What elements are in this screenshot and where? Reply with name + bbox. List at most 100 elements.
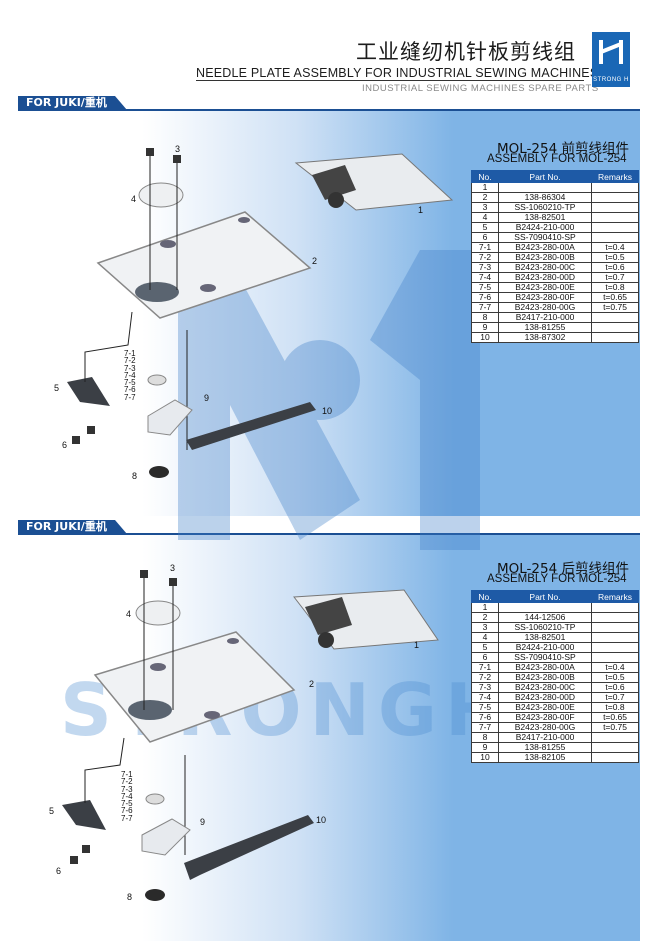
table-cell: B2423-280-00G (498, 302, 592, 313)
table-cell: 138-82501 (498, 212, 592, 223)
assembled-plate-icon (293, 589, 439, 650)
table-cell: 7-1 (471, 242, 499, 253)
table-cell: 9 (471, 322, 499, 333)
table-cell: 7-2 (471, 672, 499, 683)
table-cell (591, 732, 639, 743)
section-2-rule (18, 533, 640, 535)
table-cell: t=0.6 (591, 682, 639, 693)
table-cell: 4 (471, 632, 499, 643)
table-cell: 144-12506 (498, 612, 592, 623)
table-cell: 10 (471, 332, 499, 343)
needle-plate-shape (93, 631, 296, 743)
table-cell: B2423-280-00D (498, 692, 592, 703)
table-cell: 1 (471, 182, 499, 193)
callout-10: 10 (322, 406, 333, 416)
table-cell: 7-7 (471, 722, 499, 733)
table-row: 1 (471, 182, 639, 193)
table-cell (591, 632, 639, 643)
table-header-cell: Remarks (591, 590, 639, 603)
table-cell (498, 602, 592, 613)
table-cell: SS-7090410-SP (498, 232, 592, 243)
table-cell: 10 (471, 752, 499, 763)
section-2-caption-en: ASSEMBLY FOR MOL-254 (487, 573, 627, 585)
table-cell: B2424-210-000 (498, 222, 592, 233)
table-cell: 138-86304 (498, 192, 592, 203)
table-cell: t=0.5 (591, 672, 639, 683)
section-1-caption-cn: MOL-254 前剪线组件 (497, 141, 629, 157)
table-cell: t=0.75 (591, 302, 639, 313)
callout-8: 8 (127, 892, 133, 902)
table-header-cell: No. (471, 170, 499, 183)
brand-logo: STRONG H (592, 32, 630, 87)
table-cell: 3 (471, 202, 499, 213)
title-underline (196, 80, 584, 81)
callout-3: 3 (170, 563, 176, 573)
callout-3: 3 (175, 144, 181, 154)
table-cell (591, 612, 639, 623)
table-cell: B2423-280-00B (498, 252, 592, 263)
callout-7: 7-1 7-2 7-3 7-4 7-5 7-6 7-7 (124, 349, 136, 402)
table-cell (591, 212, 639, 223)
section-1-exploded-diagram (67, 148, 454, 478)
section-1-tag: FOR JUKI/重机 (18, 96, 127, 110)
table-cell (591, 222, 639, 233)
table-cell: 138-81255 (498, 742, 592, 753)
table-cell: 4 (471, 212, 499, 223)
table-header-row: No.Part No.Remarks (471, 590, 639, 603)
table-cell: B2423-280-00E (498, 702, 592, 713)
table-cell (498, 182, 592, 193)
table-cell: 138-81255 (498, 322, 592, 333)
table-cell (591, 752, 639, 763)
table-cell: 8 (471, 312, 499, 323)
table-cell: B2417-210-000 (498, 312, 592, 323)
table-cell (591, 182, 639, 193)
table-cell: 7-1 (471, 662, 499, 673)
page-title-cn: 工业缝纫机针板剪线组 (356, 40, 576, 64)
table-cell: B2423-280-00E (498, 282, 592, 293)
table-cell: 138-87302 (498, 332, 592, 343)
table-cell: SS-1060210-TP (498, 202, 592, 213)
logo-text: STRONG H (593, 77, 629, 83)
table-cell: 7-3 (471, 682, 499, 693)
table-cell: 7-5 (471, 282, 499, 293)
table-cell (591, 322, 639, 333)
callout-7: 7-1 7-2 7-3 7-4 7-5 7-6 7-7 (121, 770, 133, 823)
table-header-cell: Remarks (591, 170, 639, 183)
callout-1: 1 (418, 205, 424, 215)
table-cell: 138-82105 (498, 752, 592, 763)
table-cell: 2 (471, 192, 499, 203)
table-cell: 5 (471, 222, 499, 233)
section-2-exploded-diagram (62, 570, 439, 901)
page-subtitle: INDUSTRIAL SEWING MACHINES SPARE PARTS (362, 83, 599, 94)
table-cell: SS-7090410-SP (498, 652, 592, 663)
table-cell: t=0.8 (591, 282, 639, 293)
table-cell: 7-4 (471, 272, 499, 283)
table-cell: t=0.75 (591, 722, 639, 733)
table-cell (591, 232, 639, 243)
table-cell: 5 (471, 642, 499, 653)
callout-6: 6 (56, 866, 62, 876)
table-header-cell: Part No. (498, 590, 592, 603)
callout-5: 5 (54, 383, 60, 393)
table-row: 1 (471, 602, 639, 613)
table-cell: t=0.65 (591, 712, 639, 723)
table-cell: 1 (471, 602, 499, 613)
section-2-caption-cn: MOL-254 后剪线组件 (497, 561, 629, 577)
table-cell: B2423-280-00C (498, 682, 592, 693)
table-cell: B2423-280-00D (498, 272, 592, 283)
table-cell: 8 (471, 732, 499, 743)
table-cell: B2423-280-00F (498, 712, 592, 723)
table-cell (591, 602, 639, 613)
